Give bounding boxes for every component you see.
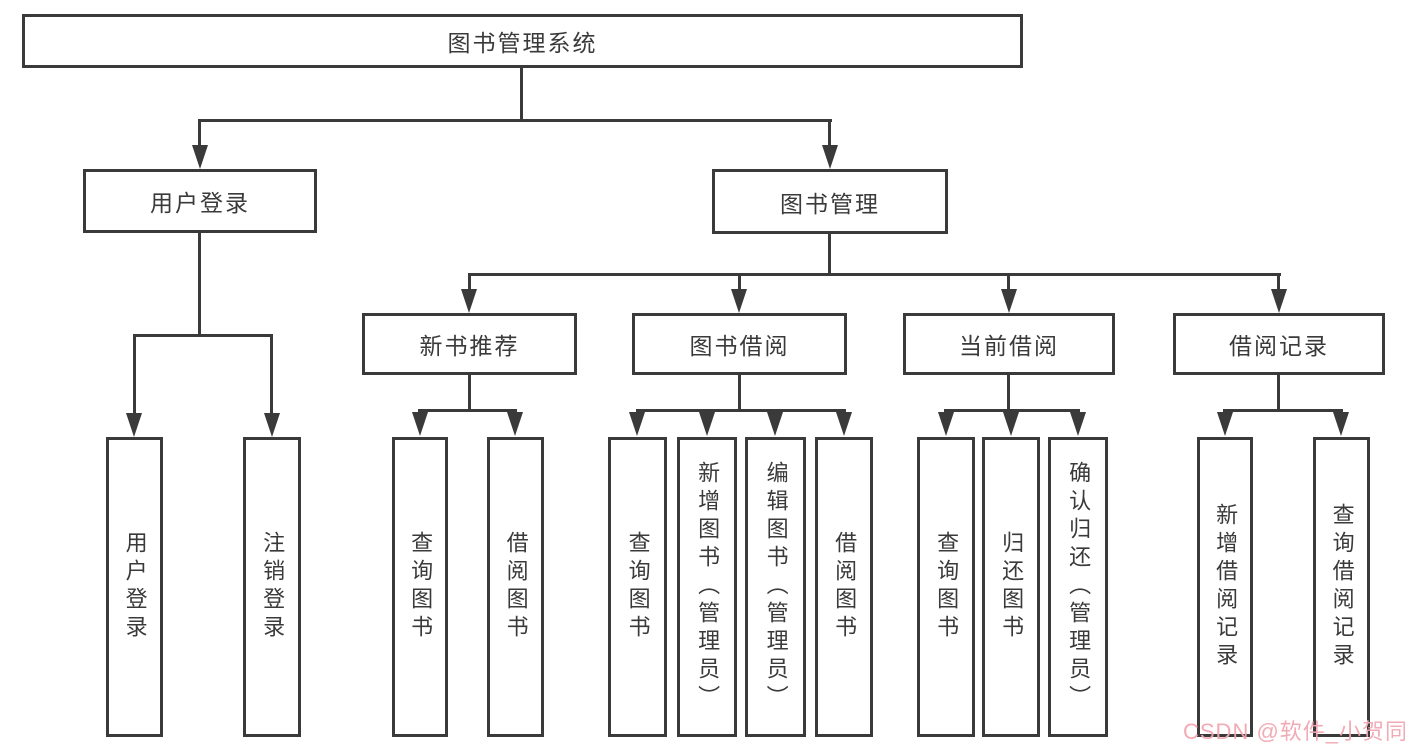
leaf-return-book: 归还图书 (982, 437, 1040, 737)
leaf-borrow-book-1-label: 借阅图书 (503, 531, 529, 643)
leaf-confirm-return: 确认归还（管理员） (1048, 437, 1108, 737)
leaf-add-borrow-record-label: 新增借阅记录 (1213, 503, 1239, 671)
connector-book-mgmt-stem (828, 234, 831, 275)
node-current-borrow-label: 当前借阅 (959, 333, 1059, 359)
node-book-borrow: 图书借阅 (632, 313, 847, 375)
connector-book-mgmt-drop (828, 121, 831, 147)
leaf-return-book-label: 归还图书 (999, 531, 1025, 643)
connector-user-login-bar (133, 334, 273, 337)
connector-user-login-stem (198, 233, 201, 336)
arrowhead-book-borrow (731, 289, 747, 313)
csdn-watermark: CSDN @软件_小贺同学 (1183, 719, 1405, 744)
node-book-mgmt: 图书管理 (712, 169, 948, 234)
node-new-book-rec: 新书推荐 (362, 313, 577, 375)
connector-book-borrow-bar (636, 409, 846, 412)
leaf-query-book-2-label: 查询图书 (625, 531, 651, 643)
arrowhead-confirm-return (1070, 412, 1086, 436)
leaf-query-book-1-label: 查询图书 (408, 531, 434, 643)
leaf-query-book-2: 查询图书 (608, 437, 667, 737)
node-book-borrow-label: 图书借阅 (689, 333, 790, 359)
arrowhead-query-book-1 (412, 412, 428, 436)
leaf-edit-book: 编辑图书（管理员） (745, 437, 806, 737)
node-new-book-rec-label: 新书推荐 (419, 333, 520, 359)
leaf-user-login: 用户登录 (106, 437, 163, 737)
leaf-logout: 注销登录 (243, 437, 301, 737)
node-library-system: 图书管理系统 (22, 14, 1023, 68)
leaf-borrow-book-2-label: 借阅图书 (832, 531, 858, 643)
node-book-mgmt-label: 图书管理 (780, 190, 880, 217)
leaf-query-borrow-record-label: 查询借阅记录 (1329, 503, 1355, 671)
connector-leaf-login-drop (133, 336, 136, 415)
leaf-add-borrow-record: 新增借阅记录 (1197, 437, 1253, 737)
leaf-query-book-1: 查询图书 (392, 437, 448, 737)
connector-root-stem (520, 68, 523, 121)
arrowhead-new-book (461, 289, 477, 313)
leaf-edit-book-label: 编辑图书（管理员） (763, 461, 789, 713)
leaf-borrow-book-2: 借阅图书 (815, 437, 873, 737)
connector-current-borrow-drop (1007, 276, 1010, 291)
connector-book-borrow-drop (738, 276, 741, 291)
node-borrow-record-label: 借阅记录 (1229, 333, 1329, 359)
arrowhead-borrow-book-1 (507, 412, 523, 436)
node-user-login: 用户登录 (83, 169, 317, 233)
leaf-query-book-3-label: 查询图书 (934, 531, 960, 643)
arrowhead-add-record (1217, 412, 1233, 436)
arrowhead-edit-book (767, 412, 783, 436)
arrowhead-query-record (1333, 412, 1349, 436)
arrowhead-query-book-2 (629, 412, 645, 436)
connector-level3-bar (468, 273, 1281, 276)
connector-borrow-record-bar (1223, 409, 1343, 412)
node-user-login-label: 用户登录 (150, 190, 250, 216)
connector-book-borrow-stem (738, 375, 741, 411)
connector-new-book-drop (468, 276, 471, 291)
node-borrow-record: 借阅记录 (1173, 313, 1385, 375)
arrowhead-leaf-logout (264, 413, 280, 437)
arrowhead-user-login (192, 145, 208, 169)
node-current-borrow: 当前借阅 (903, 313, 1115, 375)
leaf-query-borrow-record: 查询借阅记录 (1313, 437, 1370, 737)
leaf-user-login-label: 用户登录 (122, 531, 148, 643)
connector-leaf-logout-drop (270, 336, 273, 415)
arrowhead-add-book (699, 412, 715, 436)
connector-borrow-record-drop (1277, 276, 1280, 291)
arrowhead-book-mgmt (822, 145, 838, 169)
connector-user-login-drop (198, 121, 201, 147)
node-library-system-label: 图书管理系统 (447, 30, 598, 56)
leaf-query-book-3: 查询图书 (917, 437, 975, 737)
arrowhead-borrow-record (1271, 289, 1287, 313)
arrowhead-query-book-3 (938, 412, 954, 436)
connector-new-book-bar (418, 409, 517, 412)
arrowhead-return-book (1003, 412, 1019, 436)
connector-current-borrow-bar (944, 409, 1080, 412)
leaf-borrow-book-1: 借阅图书 (487, 437, 544, 737)
leaf-add-book: 新增图书（管理员） (677, 437, 737, 737)
arrowhead-current-borrow (1001, 289, 1017, 313)
arrowhead-leaf-login (126, 413, 142, 437)
connector-borrow-record-stem (1277, 375, 1280, 411)
leaf-logout-label: 注销登录 (260, 531, 286, 643)
connector-current-borrow-stem (1007, 375, 1010, 411)
leaf-add-book-label: 新增图书（管理员） (695, 461, 721, 713)
leaf-confirm-return-label: 确认归还（管理员） (1066, 461, 1092, 713)
connector-new-book-stem (468, 375, 471, 411)
arrowhead-borrow-book-2 (836, 412, 852, 436)
connector-level2-bar (198, 119, 832, 122)
